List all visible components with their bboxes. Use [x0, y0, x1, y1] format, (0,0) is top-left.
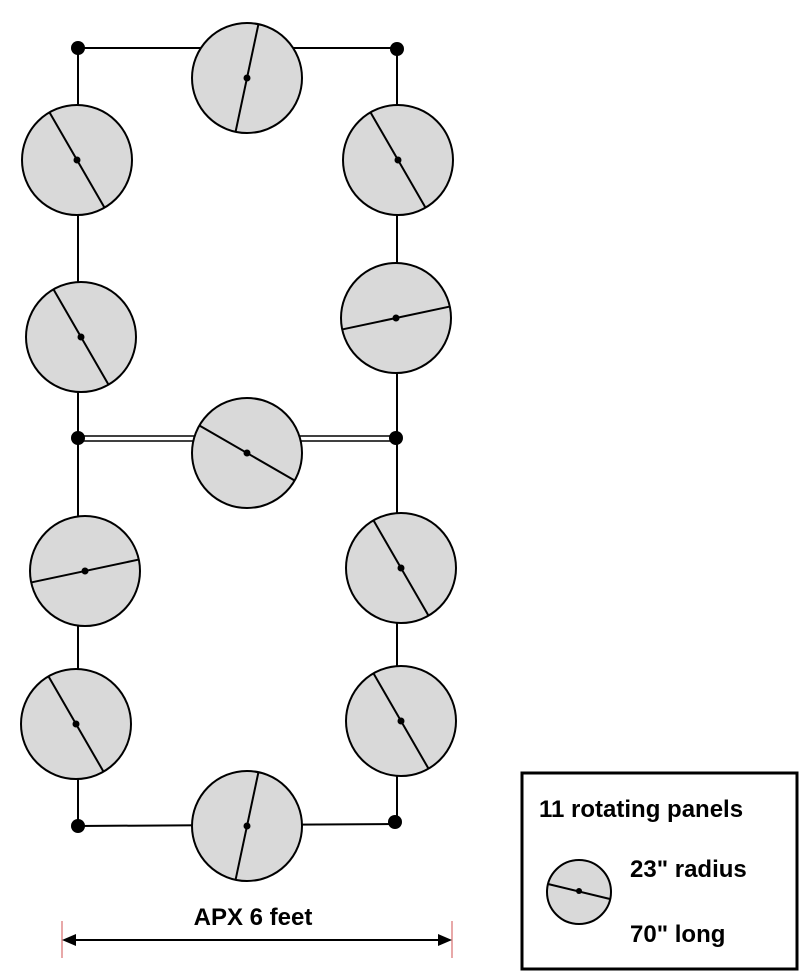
- panel-top-center: [191, 22, 303, 134]
- panel-hub: [81, 567, 89, 575]
- legend: 11 rotating panels 23" radius 70" long: [520, 771, 799, 971]
- panel-hub: [243, 74, 251, 82]
- panel-upper-right-2: [340, 262, 452, 374]
- panel-hub: [392, 314, 400, 322]
- joint-middle-right: [389, 431, 403, 445]
- panel-lower-right-2: [345, 665, 457, 777]
- legend-panel-hub: [576, 888, 582, 894]
- panel-upper-left-2: [25, 281, 137, 393]
- legend-title: 11 rotating panels: [539, 796, 743, 823]
- panel-hub: [77, 333, 85, 341]
- panel-hub: [243, 822, 251, 830]
- panel-hub: [397, 717, 405, 725]
- arrow-left-icon: [62, 934, 76, 946]
- panel-hub: [397, 564, 405, 572]
- legend-length-label: 70" long: [630, 921, 725, 948]
- panel-middle-center: [191, 397, 303, 509]
- joint-bottom-left: [71, 819, 85, 833]
- arrow-right-icon: [438, 934, 452, 946]
- panel-hub: [394, 156, 402, 164]
- panel-lower-left-1: [29, 515, 141, 627]
- panel-lower-right-1: [345, 512, 457, 624]
- panel-upper-left-1: [21, 104, 133, 216]
- panel-hub: [243, 449, 251, 457]
- rotating-panels: [20, 22, 457, 882]
- panel-bottom-center: [191, 770, 303, 882]
- panel-lower-left-2: [20, 668, 132, 780]
- joint-top-left: [71, 41, 85, 55]
- panel-hub: [72, 720, 80, 728]
- legend-panel-sample: [546, 859, 612, 925]
- legend-radius-label: 23" radius: [630, 856, 747, 883]
- joint-top-right: [390, 42, 404, 56]
- dimension-label: APX 6 feet: [194, 904, 313, 931]
- joint-bottom-right: [388, 815, 402, 829]
- width-dimension: APX 6 feet: [61, 904, 453, 958]
- panel-upper-right-1: [342, 104, 454, 216]
- panel-hub: [73, 156, 81, 164]
- joint-middle-left: [71, 431, 85, 445]
